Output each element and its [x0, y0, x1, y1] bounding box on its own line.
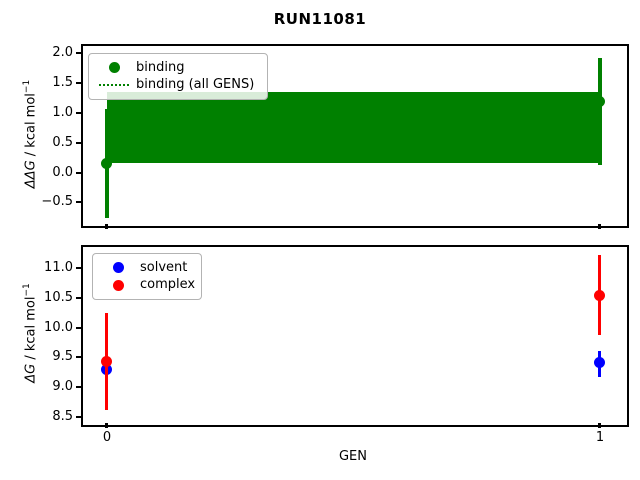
- bottom-legend: solvent complex: [92, 253, 202, 300]
- bottom-ytick-mark-9.0: [76, 386, 81, 388]
- bottom-ytick-mark-10.5: [76, 297, 81, 299]
- legend-row-complex: complex: [103, 277, 196, 295]
- legend-label-solvent: solvent: [140, 259, 188, 275]
- top-xtick-mark-0: [105, 224, 108, 229]
- binding-all-gens-band: [107, 92, 600, 163]
- binding-point-gen0: [101, 158, 112, 169]
- bottom-ytick-mark-9.5: [76, 356, 81, 358]
- x-axis-label: GEN: [338, 449, 367, 464]
- legend-label-binding-all-gens: binding (all GENS): [136, 77, 255, 93]
- legend-label-complex: complex: [140, 277, 196, 293]
- top-axes: binding binding (all GENS): [81, 44, 629, 228]
- top-ytick-label: 0.5: [52, 135, 73, 150]
- top-ytick-label: 2.0: [52, 45, 73, 60]
- complex-point-gen0: [101, 356, 112, 367]
- bottom-ytick-mark-11.0: [76, 267, 81, 269]
- top-ytick-mark--0.5: [76, 201, 81, 203]
- binding-point-gen1: [594, 96, 605, 107]
- top-ytick-label: 0.0: [52, 165, 73, 180]
- binding-all-gens-marker: [99, 84, 129, 87]
- bottom-ytick-mark-10.0: [76, 327, 81, 329]
- top-ytick-label: −0.5: [41, 194, 73, 209]
- binding-marker: [99, 62, 129, 74]
- top-ytick-mark-1.0: [76, 112, 81, 114]
- bottom-xtick-mark-0: [105, 423, 108, 428]
- xtick-label-0: 0: [102, 430, 112, 445]
- top-y-axis-label-units: / kcal mol: [23, 93, 39, 161]
- bottom-ytick-label: 11.0: [44, 260, 73, 275]
- bottom-ytick-label: 10.5: [44, 290, 73, 305]
- top-ytick-label: 1.0: [52, 105, 73, 120]
- top-ytick-mark-1.5: [76, 82, 81, 84]
- legend-row-binding: binding: [99, 59, 259, 77]
- top-ytick-mark-0.0: [76, 172, 81, 174]
- binding-errorbar-gen1: [598, 58, 602, 165]
- green-dot-icon: [108, 62, 120, 74]
- solvent-point-gen1: [594, 357, 605, 368]
- red-dot-icon: [112, 279, 124, 291]
- green-dotted-line-icon: [99, 84, 129, 87]
- bottom-ytick-label: 10.0: [44, 320, 73, 335]
- xtick-label-1: 1: [595, 430, 605, 445]
- bottom-ytick-label: 8.5: [52, 409, 73, 424]
- bottom-xtick-mark-1: [598, 423, 601, 428]
- figure-title: RUN11081: [273, 10, 367, 28]
- top-ytick-label: 1.5: [52, 75, 73, 90]
- top-legend: binding binding (all GENS): [88, 53, 268, 100]
- legend-row-solvent: solvent: [103, 259, 193, 277]
- blue-dot-icon: [112, 262, 124, 274]
- complex-marker: [103, 279, 133, 291]
- bottom-ytick-label: 9.0: [52, 379, 73, 394]
- legend-label-binding: binding: [136, 59, 185, 75]
- solvent-marker: [103, 262, 133, 274]
- bottom-ytick-mark-8.5: [76, 416, 81, 418]
- top-xtick-mark-1: [598, 224, 601, 229]
- top-ytick-mark-2.0: [76, 52, 81, 54]
- top-ytick-mark-0.5: [76, 142, 81, 144]
- legend-row-binding-all-gens: binding (all GENS): [99, 77, 259, 95]
- bottom-axes: solvent complex: [81, 245, 629, 427]
- complex-point-gen1: [594, 290, 605, 301]
- bottom-ytick-label: 9.5: [52, 349, 73, 364]
